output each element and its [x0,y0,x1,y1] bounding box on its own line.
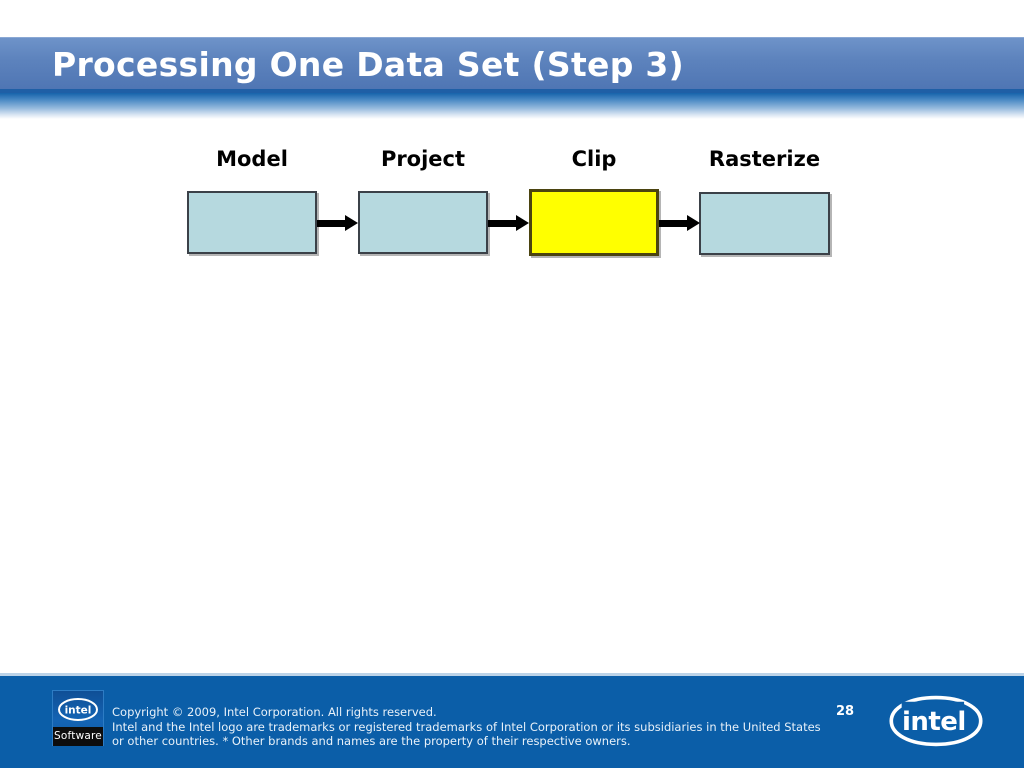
intel-logo-mark: intel [889,695,983,747]
intel-software-logo: intel Software [52,690,104,746]
footer-divider [0,673,1024,676]
copyright-notice: Copyright © 2009, Intel Corporation. All… [112,705,852,749]
arrow-project-to-clip [488,215,529,231]
copyright-line-3: or other countries. * Other brands and n… [112,734,631,748]
arrow-shaft [317,220,345,227]
page-number: 28 [836,704,855,719]
stage-box-project[interactable] [358,191,488,254]
stage-label-clip: Clip [571,147,617,171]
intel-software-label: Software [53,727,103,746]
arrow-model-to-project [317,215,358,231]
intel-swirl-icon-small: intel [53,691,103,727]
copyright-line-1: Copyright © 2009, Intel Corporation. All… [112,705,437,719]
stage-box-rasterize[interactable] [699,192,830,255]
stage-label-model: Model [216,147,288,171]
svg-text:intel: intel [902,707,966,737]
title-bar [0,38,1024,89]
arrow-head [516,215,529,231]
copyright-line-2: Intel and the Intel logo are trademarks … [112,719,821,734]
arrow-shaft [659,220,687,227]
title-accent-rule [0,89,1024,93]
stage-label-rasterize: Rasterize [708,147,821,171]
stage-label-project: Project [380,147,466,171]
intel-brand-logo: intel [884,692,988,750]
arrow-clip-to-rasterize [659,215,700,231]
arrow-head [345,215,358,231]
arrow-shaft [488,220,516,227]
stage-box-model[interactable] [187,191,317,254]
slide-footer [0,676,1024,768]
title-gradient-fade [0,93,1024,119]
arrow-head [687,215,700,231]
intel-logo-mark-small: intel [58,698,98,721]
svg-text:intel: intel [65,705,92,717]
page-title: Processing One Data Set (Step 3) [52,45,685,84]
stage-box-clip[interactable] [529,189,659,256]
